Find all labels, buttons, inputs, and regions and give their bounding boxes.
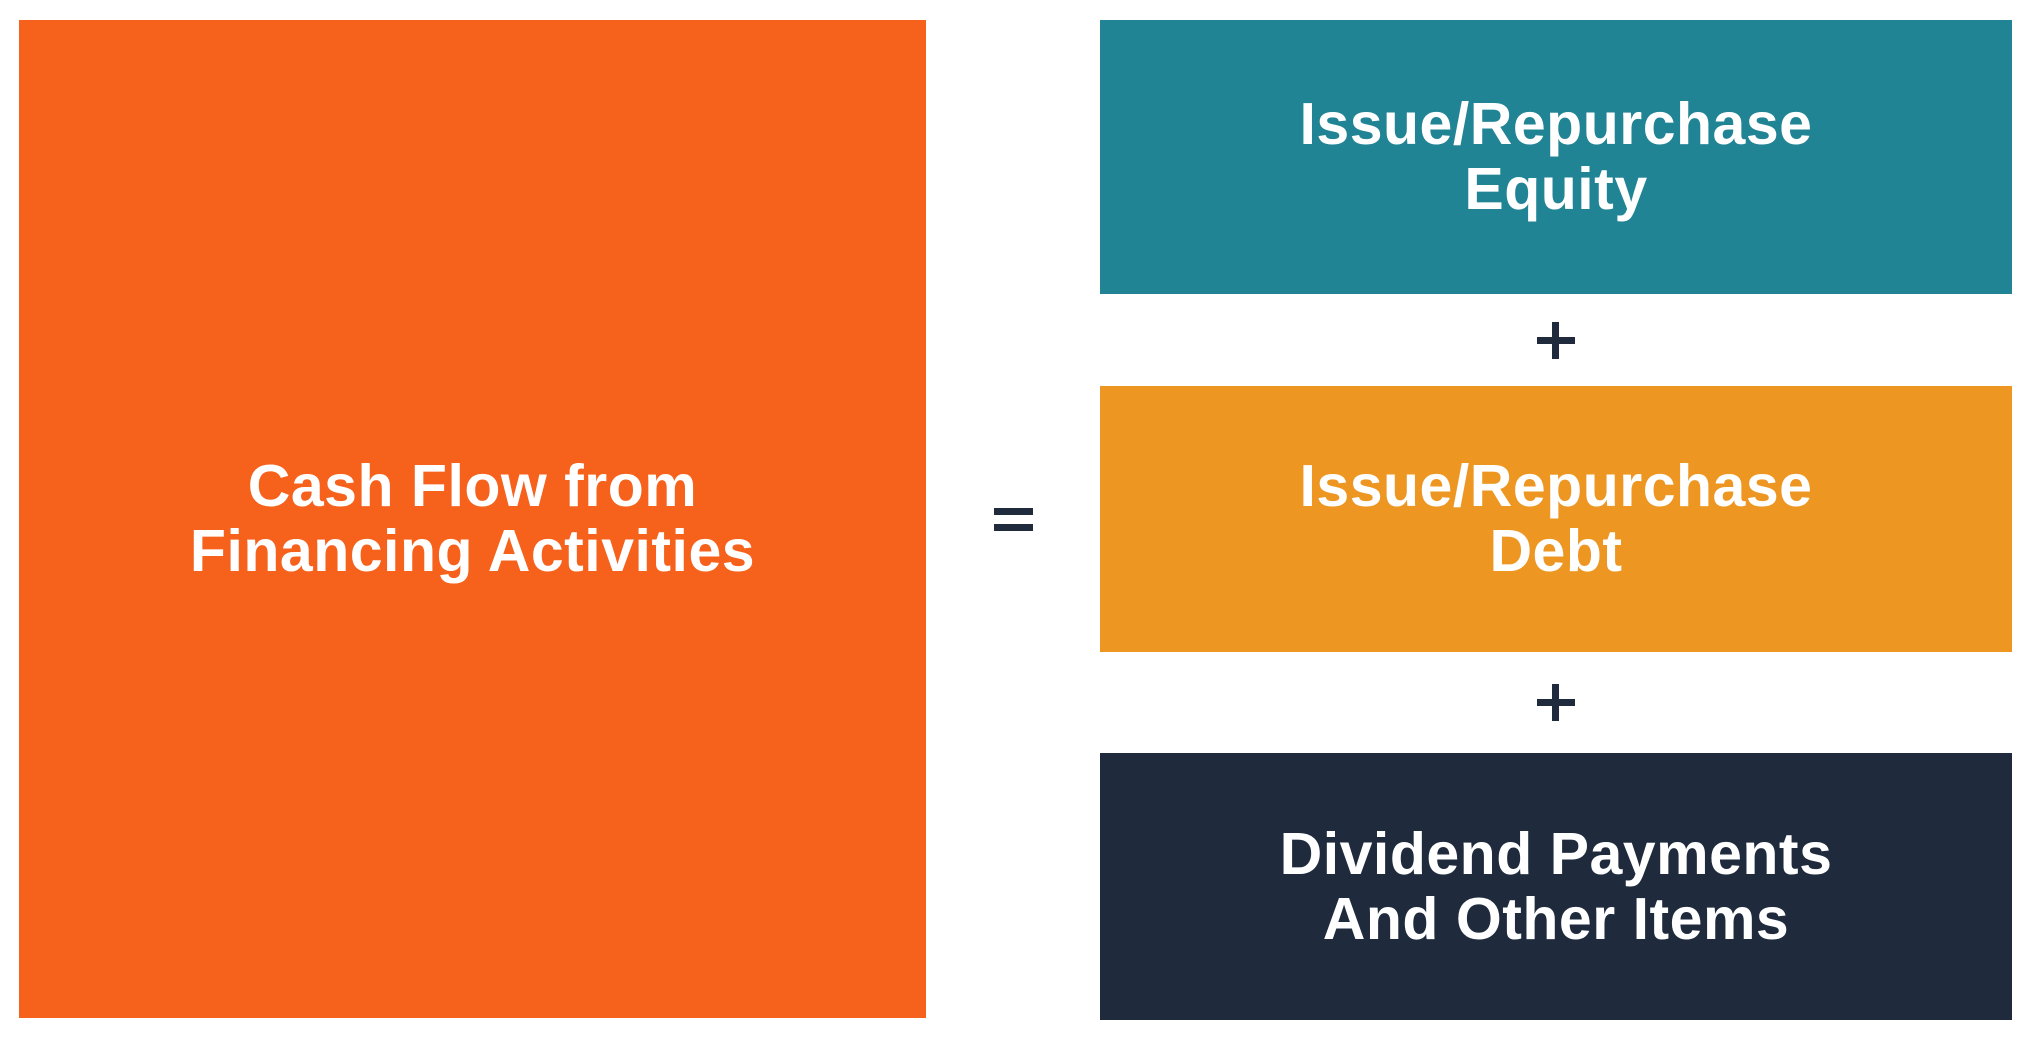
plus-operator-1 xyxy=(1100,294,2012,386)
equals-bar-bottom xyxy=(993,523,1033,531)
dividend-payments-and-other-items-label: Dividend Payments And Other Items xyxy=(1279,820,1833,952)
plus-icon xyxy=(1537,321,1575,359)
issue-repurchase-debt-label: Issue/Repurchase Debt xyxy=(1299,453,1813,584)
plus-icon xyxy=(1537,684,1575,721)
cash-flow-from-financing-activities-box: Cash Flow from Financing Activities xyxy=(19,20,926,1018)
plus-operator-2 xyxy=(1100,652,2012,753)
equals-icon xyxy=(993,507,1033,531)
issue-repurchase-equity-box: Issue/Repurchase Equity xyxy=(1100,20,2012,294)
equals-operator xyxy=(926,20,1100,1018)
equals-bar-top xyxy=(993,507,1033,515)
result-box-label: Cash Flow from Financing Activities xyxy=(189,453,756,584)
issue-repurchase-equity-label: Issue/Repurchase Equity xyxy=(1299,91,1813,222)
components-column: Issue/Repurchase Equity Issue/Repurchase… xyxy=(1100,20,2012,1020)
issue-repurchase-debt-box: Issue/Repurchase Debt xyxy=(1100,386,2012,652)
dividend-payments-and-other-items-box: Dividend Payments And Other Items xyxy=(1100,753,2012,1020)
